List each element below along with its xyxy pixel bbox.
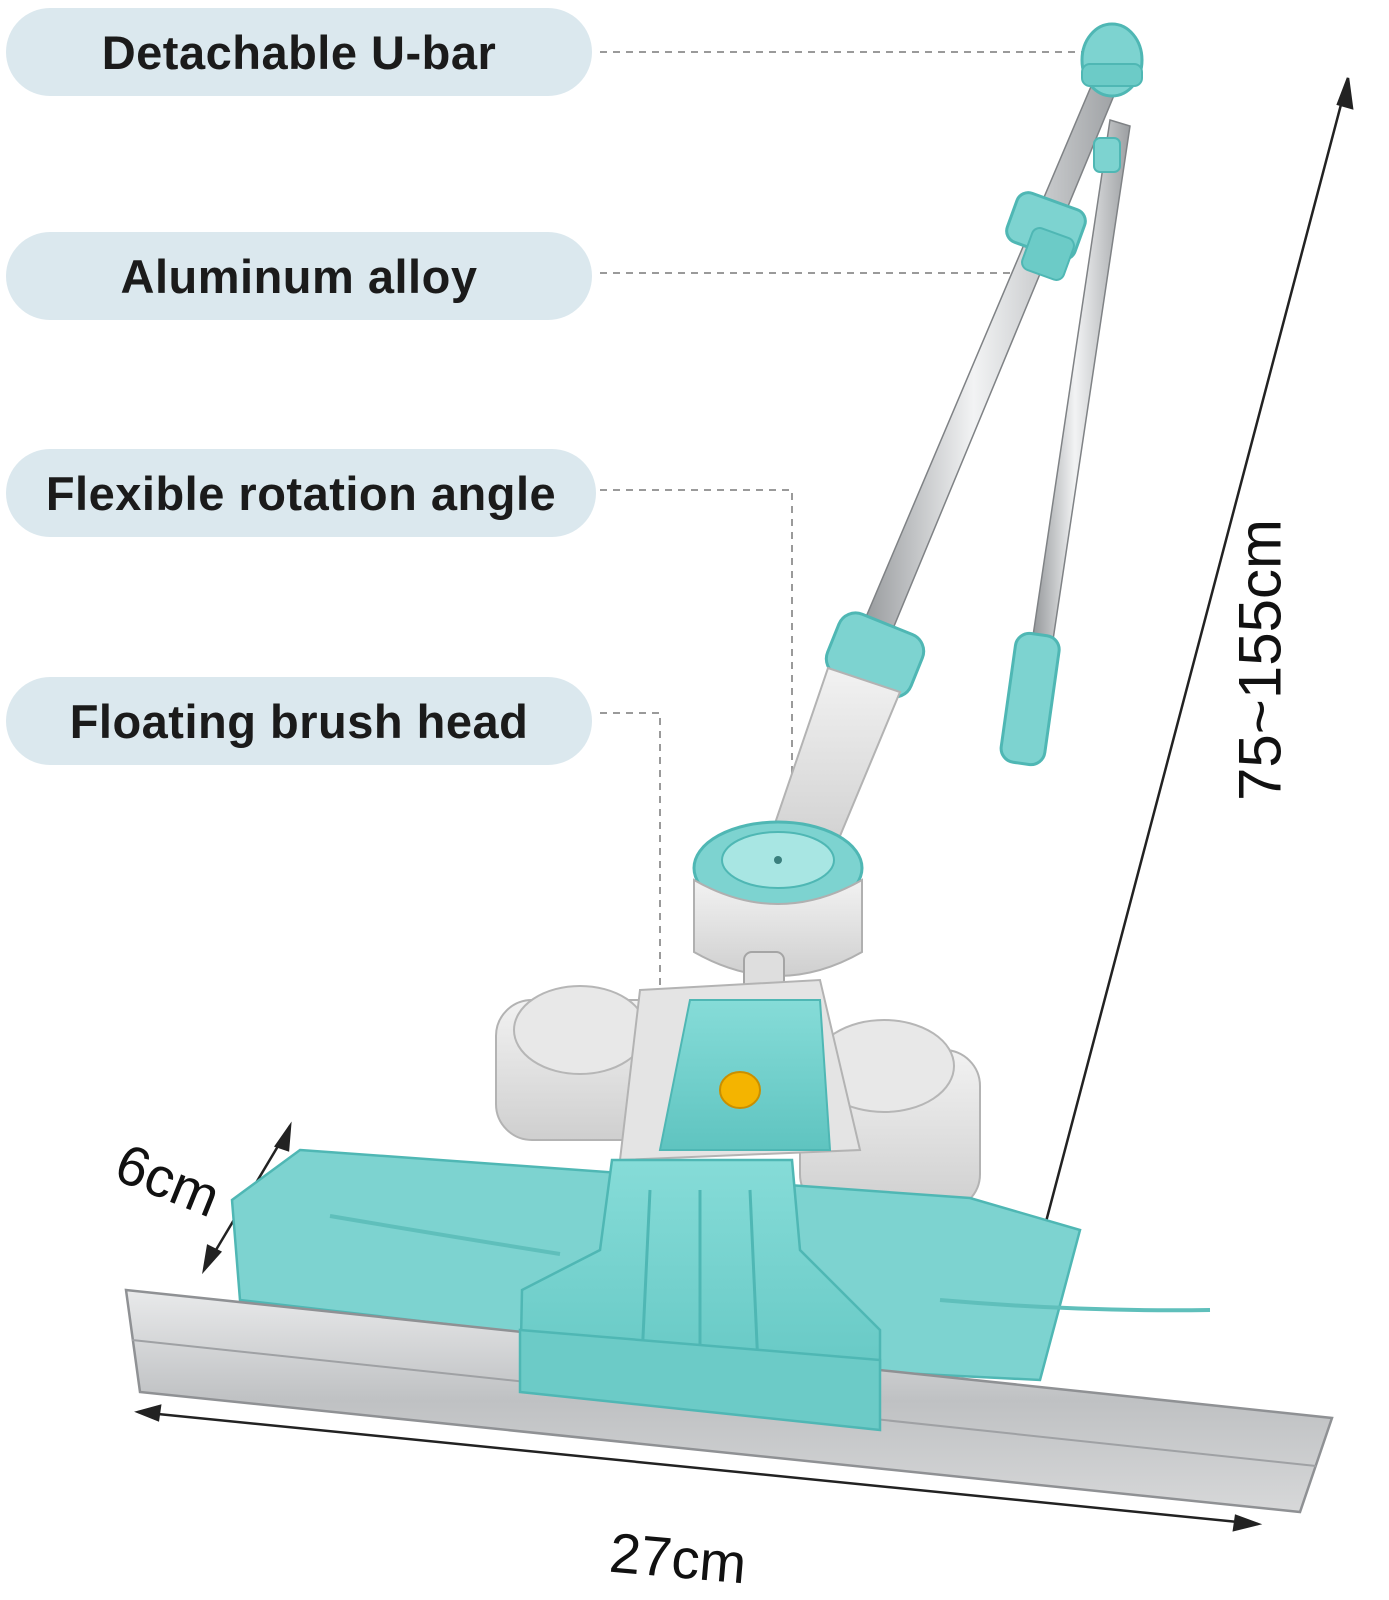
callout-flexible-rotation-angle: Flexible rotation angle [6,449,596,537]
dimension-width-label: 27cm [607,1520,749,1596]
leader-rotation [600,489,793,850]
leader-brush-head [600,712,661,1050]
callout-detachable-u-bar: Detachable U-bar [6,8,592,96]
dimension-arrows [134,77,1354,1532]
callout-aluminum-alloy: Aluminum alloy [6,232,592,320]
u-bar-cap [1080,22,1144,173]
handle [768,22,1144,862]
middle-clamp [1005,191,1087,281]
dimension-length-label: 75~155cm [1226,519,1294,801]
u-bar-grip [999,631,1061,767]
rotation-joint [692,820,864,997]
leader-lines [600,51,1085,1050]
callout-floating-brush-head: Floating brush head [6,677,592,765]
squeegee-blade [124,1288,1334,1514]
